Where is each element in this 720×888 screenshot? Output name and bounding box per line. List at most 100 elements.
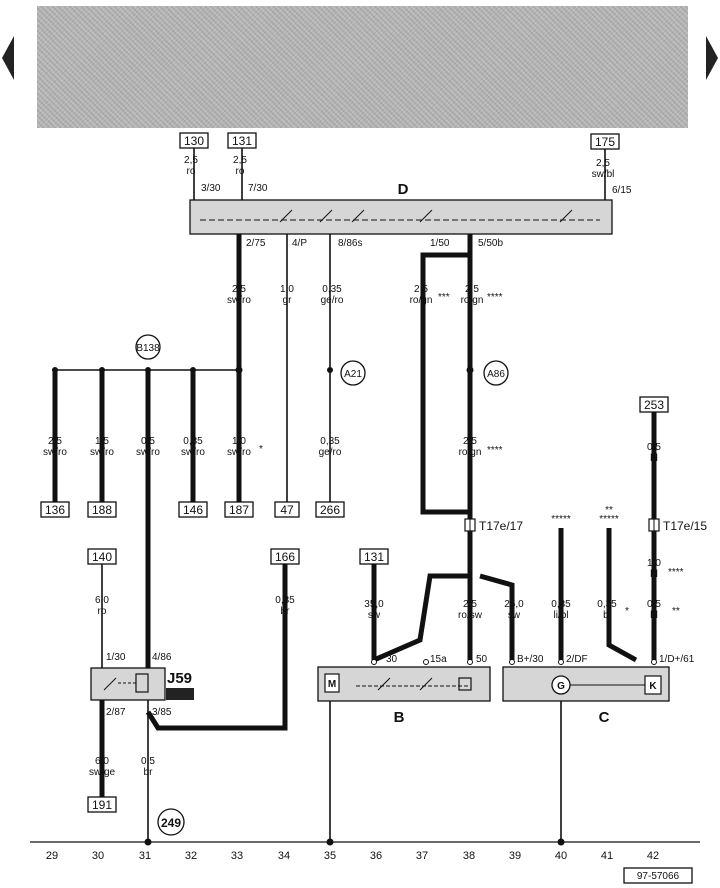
wire-size: 0,5 — [647, 442, 661, 453]
wire-color: ro/sw — [458, 610, 483, 621]
pin-label: 50 — [476, 654, 488, 665]
fuse-ref-130: 130 — [179, 132, 209, 149]
svg-text:T17e/17: T17e/17 — [479, 519, 523, 533]
starter-b: M B — [317, 666, 491, 726]
svg-text:33: 33 — [231, 850, 243, 862]
ref-146: 146 — [178, 501, 208, 518]
wire-size: 2,5 — [463, 599, 477, 610]
wire-size: 0,5 — [141, 756, 155, 767]
wire-color: sw/ro — [227, 295, 251, 306]
wire-size: 25,0 — [504, 599, 524, 610]
wire-color: ro/gn — [459, 447, 482, 458]
wire-stars: * — [625, 606, 629, 617]
pin-label: 1/30 — [106, 652, 126, 663]
wire-color: bl — [650, 569, 658, 580]
wire-size: 0,5 — [141, 436, 155, 447]
wire-size: 0,35 — [551, 599, 571, 610]
wire-size: 0,35 — [597, 599, 617, 610]
wire-size: 0,35 — [183, 436, 203, 447]
next-page-arrow-icon[interactable] — [706, 36, 718, 80]
svg-text:35: 35 — [324, 850, 336, 862]
document-code: 97-57066 — [623, 867, 693, 884]
svg-text:166: 166 — [275, 550, 295, 564]
svg-text:38: 38 — [463, 850, 475, 862]
svg-text:253: 253 — [644, 398, 664, 412]
svg-text:146: 146 — [183, 503, 203, 517]
wire-color: sw — [368, 610, 381, 621]
pin-label: 3/30 — [201, 183, 221, 194]
pin-label: 2/DF — [566, 654, 588, 665]
ground-point-249: 249 — [157, 808, 185, 836]
wire-color: ro — [236, 166, 245, 177]
wire-color: sw/ro — [136, 447, 160, 458]
wire-color: sw/ro — [43, 447, 67, 458]
svg-text:34: 34 — [278, 850, 290, 862]
svg-text:A86: A86 — [487, 369, 505, 380]
svg-text:41: 41 — [601, 850, 613, 862]
starter-b-label: B — [394, 709, 405, 726]
wire-stars: *** — [438, 292, 450, 303]
wire-size: 2,5 — [232, 284, 246, 295]
wire-color: sw/ro — [181, 447, 205, 458]
junction-b138: B138 — [135, 334, 161, 360]
ref-166: 166 — [270, 548, 300, 565]
pin-label: 15a — [430, 654, 447, 665]
junction-a21: A21 — [340, 360, 366, 386]
wire-color: bl — [650, 610, 658, 621]
wire-stars: **** — [487, 292, 503, 303]
relay-j59: J59 — [90, 667, 194, 701]
wire-size: 1,0 — [280, 284, 294, 295]
wire-size: 2,5 — [414, 284, 428, 295]
svg-text:42: 42 — [647, 850, 659, 862]
svg-text:136: 136 — [45, 503, 65, 517]
ref-187: 187 — [224, 501, 254, 518]
svg-text:130: 130 — [184, 134, 204, 148]
wire-size: 0,5 — [647, 599, 661, 610]
svg-text:97-57066: 97-57066 — [637, 871, 680, 882]
wire-stars: **** — [668, 567, 684, 578]
pin-8-86s: 8/86s — [338, 238, 362, 249]
svg-text:47: 47 — [280, 503, 294, 517]
fuse-ref-175: 175 — [590, 133, 620, 150]
wire-size: 6,0 — [95, 756, 109, 767]
header-image-area — [37, 6, 688, 128]
pin-4-p: 4/P — [292, 238, 307, 249]
wire-size: 2,5 — [465, 284, 479, 295]
wire-size: 2,5 — [463, 436, 477, 447]
ref-266: 266 — [315, 501, 345, 518]
svg-text:249: 249 — [161, 816, 181, 830]
ref-47: 47 — [274, 501, 300, 518]
svg-text:131: 131 — [364, 550, 384, 564]
wire-size: 1,0 — [647, 558, 661, 569]
wire-color: ge/ro — [319, 447, 342, 458]
svg-text:187: 187 — [229, 503, 249, 517]
wire-size: 1,0 — [232, 436, 246, 447]
wire-color: sw/bl — [592, 169, 615, 180]
previous-page-arrow-icon[interactable] — [2, 36, 14, 80]
fuse-ref-131-top: 131 — [227, 132, 257, 149]
stars-label: ***** — [599, 514, 619, 525]
wire-color: bl — [603, 610, 611, 621]
svg-text:36: 36 — [370, 850, 382, 862]
wire-color: li/bl — [553, 610, 568, 621]
grid-axis: 29 30 31 32 33 34 35 36 37 38 39 40 41 4… — [46, 850, 659, 862]
pin-label: 30 — [386, 654, 398, 665]
pin-2-75: 2/75 — [246, 238, 266, 249]
wire-stars: * — [259, 444, 263, 455]
connector-t17e-15: T17e/15 — [648, 518, 707, 533]
wire-color: gr — [283, 295, 293, 306]
ref-188: 188 — [87, 501, 117, 518]
wire-size: 0,35 — [322, 284, 342, 295]
wire-size: 0,35 — [275, 595, 295, 606]
wire-color: br — [281, 606, 291, 617]
motor-m-icon: M — [328, 679, 336, 690]
svg-text:A21: A21 — [344, 369, 362, 380]
pin-label: 1/D+/61 — [659, 654, 695, 665]
svg-text:31: 31 — [139, 850, 151, 862]
svg-text:37: 37 — [416, 850, 428, 862]
svg-text:B138: B138 — [136, 343, 160, 354]
regulator-icon: K — [649, 681, 657, 692]
svg-text:175: 175 — [595, 135, 615, 149]
wire-size: 2,5 — [48, 436, 62, 447]
svg-text:188: 188 — [92, 503, 112, 517]
